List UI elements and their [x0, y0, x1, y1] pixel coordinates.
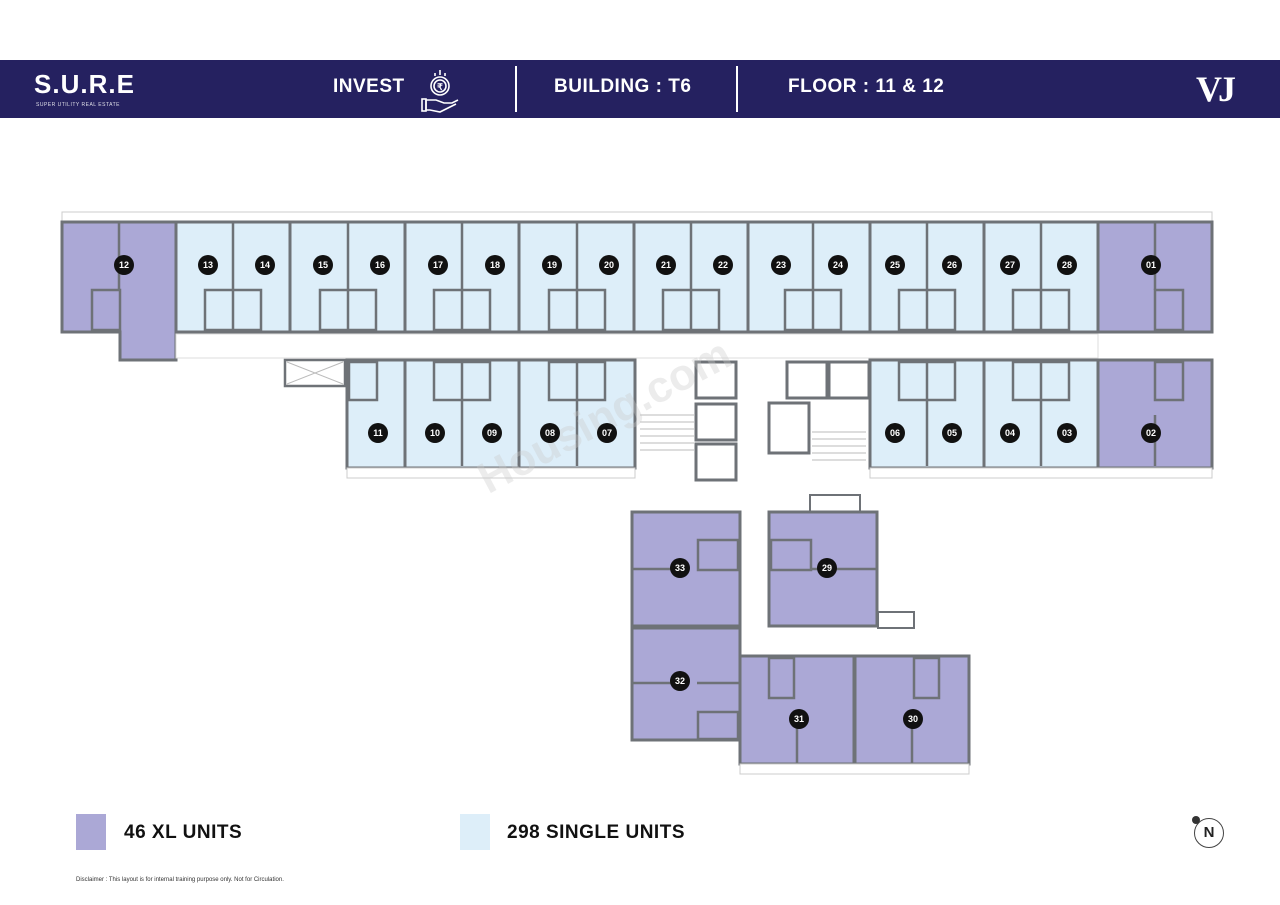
unit-label[interactable]: 31 — [789, 709, 809, 729]
unit-label[interactable]: 30 — [903, 709, 923, 729]
unit-label[interactable]: 33 — [670, 558, 690, 578]
header-divider — [736, 66, 738, 112]
unit-label[interactable]: 26 — [942, 255, 962, 275]
legend-swatch-xl — [76, 814, 106, 850]
unit-label[interactable]: 05 — [942, 423, 962, 443]
unit-label[interactable]: 19 — [542, 255, 562, 275]
unit-label[interactable]: 27 — [1000, 255, 1020, 275]
building-label: BUILDING : T6 — [554, 76, 692, 97]
unit-label[interactable]: 01 — [1141, 255, 1161, 275]
legend-xl-units: 46 XL UNITS — [124, 822, 243, 843]
unit-label[interactable]: 12 — [114, 255, 134, 275]
header-divider — [515, 66, 517, 112]
unit-label[interactable]: 14 — [255, 255, 275, 275]
svg-text:₹: ₹ — [437, 82, 443, 92]
unit-label[interactable]: 10 — [425, 423, 445, 443]
unit-label[interactable]: 18 — [485, 255, 505, 275]
compass-dot-icon — [1192, 816, 1200, 824]
unit-label[interactable]: 20 — [599, 255, 619, 275]
unit-label[interactable]: 24 — [828, 255, 848, 275]
invest-label: INVEST — [333, 76, 405, 97]
unit-label[interactable]: 23 — [771, 255, 791, 275]
unit-label[interactable]: 29 — [817, 558, 837, 578]
unit-label[interactable]: 04 — [1000, 423, 1020, 443]
unit-label[interactable]: 16 — [370, 255, 390, 275]
vj-logo: VJ — [1196, 69, 1236, 109]
unit-label[interactable]: 03 — [1057, 423, 1077, 443]
legend-single-units: 298 SINGLE UNITS — [507, 822, 685, 843]
unit-label[interactable]: 21 — [656, 255, 676, 275]
unit-label[interactable]: 11 — [368, 423, 388, 443]
north-compass-icon: N — [1192, 816, 1224, 848]
rupee-hand-icon: ₹ — [421, 70, 459, 113]
unit-label[interactable]: 07 — [597, 423, 617, 443]
unit-label[interactable]: 15 — [313, 255, 333, 275]
disclaimer: Disclaimer : This layout is for internal… — [76, 877, 284, 883]
legend-swatch-single — [460, 814, 490, 850]
header-banner: S.U.R.E SUPER UTILITY REAL ESTATE INVEST… — [0, 60, 1280, 118]
unit-label[interactable]: 06 — [885, 423, 905, 443]
unit-label[interactable]: 32 — [670, 671, 690, 691]
unit-label[interactable]: 08 — [540, 423, 560, 443]
unit-label[interactable]: 02 — [1141, 423, 1161, 443]
floor-label: FLOOR : 11 & 12 — [788, 76, 945, 97]
unit-label[interactable]: 09 — [482, 423, 502, 443]
unit-label[interactable]: 28 — [1057, 255, 1077, 275]
unit-label[interactable]: 22 — [713, 255, 733, 275]
unit-label[interactable]: 25 — [885, 255, 905, 275]
sure-logo: S.U.R.E SUPER UTILITY REAL ESTATE — [34, 69, 135, 108]
unit-label[interactable]: 17 — [428, 255, 448, 275]
unit-label[interactable]: 13 — [198, 255, 218, 275]
